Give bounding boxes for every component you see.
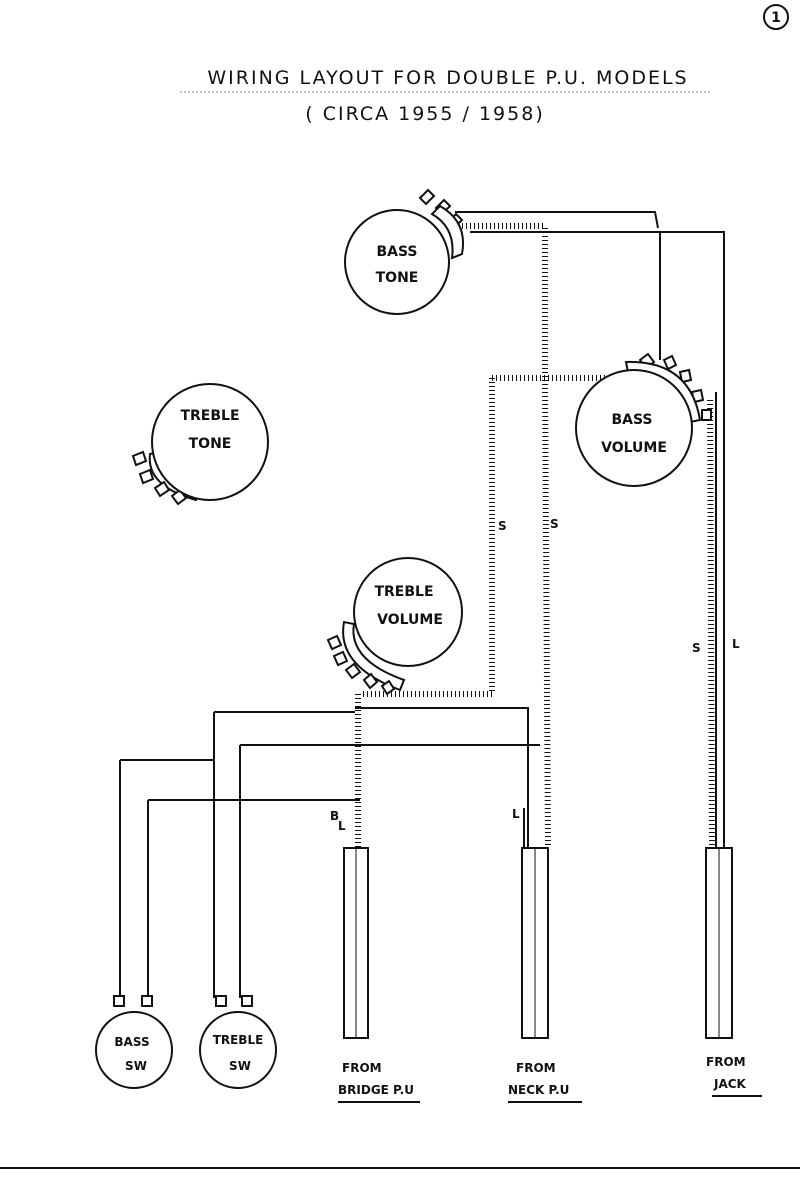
bass-tone-line2: TONE xyxy=(376,270,419,286)
bridge-label-line2: BRIDGE P.U xyxy=(338,1083,414,1097)
neck-pickup-cable: FROM NECK P.U xyxy=(508,847,582,1103)
bass-volume-line1: BASS xyxy=(611,412,652,428)
treble-volume-line1: TREBLE xyxy=(374,584,433,600)
wire-label-l-bridge: L xyxy=(338,819,346,833)
shielded-leads xyxy=(355,223,715,849)
treble-volume-pot: TREBLE VOLUME xyxy=(326,557,463,696)
bass-volume-line2: VOLUME xyxy=(601,440,667,456)
treble-tone-line1: TREBLE xyxy=(180,408,239,424)
bass-tone-pot: BASS TONE xyxy=(344,188,464,315)
jack-cable: FROM JACK xyxy=(705,847,762,1097)
wire-label-s-jack: S xyxy=(692,641,701,655)
bass-sw-line1: BASS xyxy=(114,1035,149,1049)
treble-sw-line2: SW xyxy=(229,1059,251,1073)
treble-switch: TREBLE SW xyxy=(199,995,277,1089)
wire-label-s-left: S xyxy=(498,519,507,533)
wire-label-l-jack: L xyxy=(732,637,740,651)
bridge-label-line1: FROM xyxy=(342,1061,382,1075)
wire-label-s-center: S xyxy=(550,517,559,531)
bass-sw-line2: SW xyxy=(125,1059,147,1073)
title-line1: WIRING LAYOUT FOR DOUBLE P.U. MODELS xyxy=(207,67,688,89)
page-number-circle xyxy=(763,4,789,30)
neck-label-line1: FROM xyxy=(516,1061,556,1075)
bridge-pickup-cable: FROM BRIDGE P.U xyxy=(338,847,420,1103)
neck-label-line2: NECK P.U xyxy=(508,1083,569,1097)
wire-label-l-neck: L xyxy=(512,807,520,821)
plain-wires xyxy=(119,211,725,998)
treble-sw-line1: TREBLE xyxy=(213,1033,264,1047)
jack-label-line2: JACK xyxy=(713,1077,747,1091)
treble-tone-pot: TREBLE TONE xyxy=(131,383,269,506)
bass-tone-line1: BASS xyxy=(376,244,417,260)
bass-switch: BASS SW xyxy=(95,995,173,1089)
bass-volume-pot: BASS VOLUME xyxy=(575,352,712,487)
wire-label-b: B xyxy=(330,809,339,823)
page-number: 1 xyxy=(771,10,781,26)
treble-tone-line2: TONE xyxy=(189,436,232,452)
jack-label-line1: FROM xyxy=(706,1055,746,1069)
title-line2: ( CIRCA 1955 / 1958) xyxy=(305,103,544,125)
treble-volume-line2: VOLUME xyxy=(377,612,443,628)
